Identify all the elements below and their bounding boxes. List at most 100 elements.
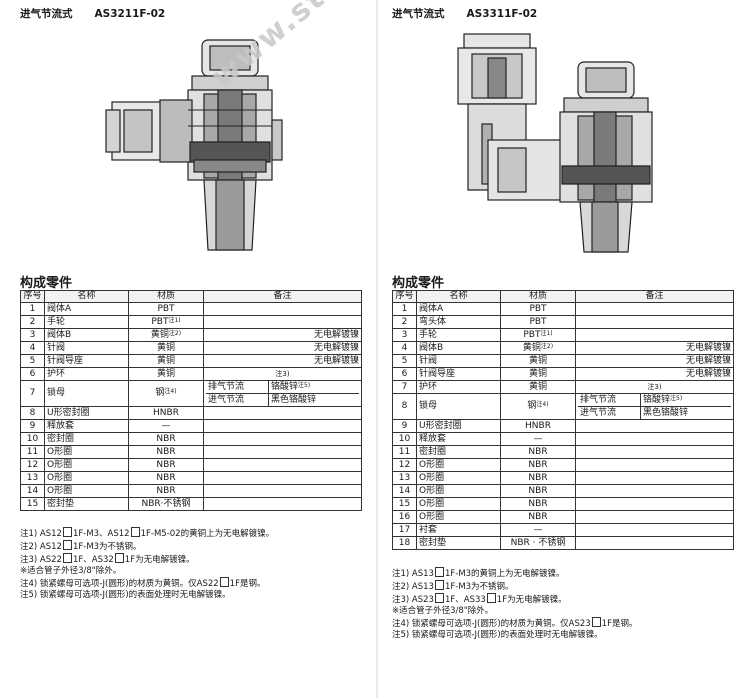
part-name: 针阀导座 xyxy=(44,354,129,368)
material-cell: HNBR xyxy=(500,419,576,433)
footnote-line: ※适合管子外径3/8"除外。 xyxy=(392,606,637,617)
note-cell: 注3) xyxy=(575,380,734,394)
finish-text: 黑色铬酸锌 xyxy=(271,394,317,405)
header-no: 序号 xyxy=(20,290,45,303)
finish-value: 铬酸锌注5) xyxy=(640,394,731,407)
material-text: 钢 xyxy=(527,401,537,411)
material-cell: 钢注4) xyxy=(128,380,204,407)
part-name: O形圈 xyxy=(44,445,129,459)
placeholder-box xyxy=(62,553,72,563)
material-cell: 黄铜注2) xyxy=(128,328,204,342)
material-text: NBR xyxy=(156,472,176,483)
note-cell xyxy=(575,510,734,524)
finish-value: 铬酸锌注5) xyxy=(268,381,359,394)
row-number: 2 xyxy=(20,315,45,329)
column-divider xyxy=(376,0,378,698)
footnote-line: 注5) 锁紧螺母可选项-J(圆形)的表面处理时无电解镀镍。 xyxy=(20,590,274,601)
note-cell xyxy=(575,302,734,316)
part-name: 弯头体 xyxy=(416,315,501,329)
finish-text: 铬酸锌 xyxy=(271,381,299,392)
row-number: 9 xyxy=(20,419,45,433)
material-text: 黄铜 xyxy=(528,355,547,366)
material-cell: NBR xyxy=(128,471,204,485)
note-cell xyxy=(575,419,734,433)
part-name: 护环 xyxy=(416,380,501,394)
footnote-text: 1F-M3的黄铜上为无电解镀镍。 xyxy=(444,569,565,579)
footnote-line: ※适合管子外径3/8"除外。 xyxy=(20,566,274,577)
material-footnote-ref: 注2) xyxy=(540,342,554,350)
footnote-text: 1F、AS33 xyxy=(444,595,486,605)
part-name: 释放套 xyxy=(44,419,129,433)
row-number: 6 xyxy=(392,367,417,381)
row-number: 9 xyxy=(392,419,417,433)
part-name: O形圈 xyxy=(416,484,501,498)
part-name: 密封垫 xyxy=(44,497,129,511)
table-header-row: 序号 名称 材质 备注 xyxy=(392,290,734,303)
material-cell: 黄铜注2) xyxy=(500,341,576,355)
material-text: 黄铜 xyxy=(528,381,547,392)
material-text: PBT xyxy=(523,329,541,340)
header-name: 名称 xyxy=(416,290,501,303)
material-cell: PBT注1) xyxy=(500,328,576,342)
footnote-text: ※适合管子外径3/8"除外。 xyxy=(392,606,494,616)
material-cell: NBR xyxy=(500,471,576,485)
part-name: O形圈 xyxy=(416,471,501,485)
note-cell xyxy=(203,497,362,511)
part-name: 锁母 xyxy=(416,393,501,420)
material-text: PBT xyxy=(529,316,547,327)
material-text: NBR xyxy=(528,459,548,470)
material-text: NBR xyxy=(528,511,548,522)
lock-nut-finish-cell: 排气节流铬酸锌注5)进气节流黑色铬酸锌 xyxy=(203,380,362,407)
material-footnote-ref: 注2) xyxy=(168,329,182,337)
row-number: 13 xyxy=(392,471,417,485)
part-name: 手轮 xyxy=(44,315,129,329)
header-note: 备注 xyxy=(203,290,362,303)
material-text: NBR xyxy=(528,485,548,496)
row-number: 1 xyxy=(20,302,45,316)
row-number: 18 xyxy=(392,536,417,550)
row-number: 12 xyxy=(20,458,45,472)
material-cell: 黄铜 xyxy=(500,367,576,381)
part-name: 护环 xyxy=(44,367,129,381)
row-number: 10 xyxy=(392,432,417,446)
note-cell xyxy=(203,484,362,498)
header-material: 材质 xyxy=(500,290,576,303)
part-name: O形圈 xyxy=(44,458,129,472)
part-name: 释放套 xyxy=(416,432,501,446)
material-text: 黄铜 xyxy=(156,355,175,366)
placeholder-box xyxy=(62,527,72,537)
note-cell: 注3) xyxy=(203,367,362,381)
part-name: U形密封圈 xyxy=(416,419,501,433)
note-cell xyxy=(203,315,362,329)
footnote-text: 注1) AS12 xyxy=(20,529,62,539)
note-cell xyxy=(203,432,362,446)
footnote-text: 注2) AS13 xyxy=(392,582,434,592)
part-name: 密封圈 xyxy=(416,445,501,459)
footnote-text: 1F是钢。 xyxy=(229,579,266,589)
row-number: 5 xyxy=(392,354,417,368)
note-cell xyxy=(575,432,734,446)
material-cell: NBR xyxy=(128,432,204,446)
placeholder-box xyxy=(591,617,601,627)
row-number: 2 xyxy=(392,315,417,329)
material-text: HNBR xyxy=(525,420,551,431)
throttle-type: 排气节流 xyxy=(578,394,641,407)
note-cell: 无电解镀镍 xyxy=(203,341,362,355)
